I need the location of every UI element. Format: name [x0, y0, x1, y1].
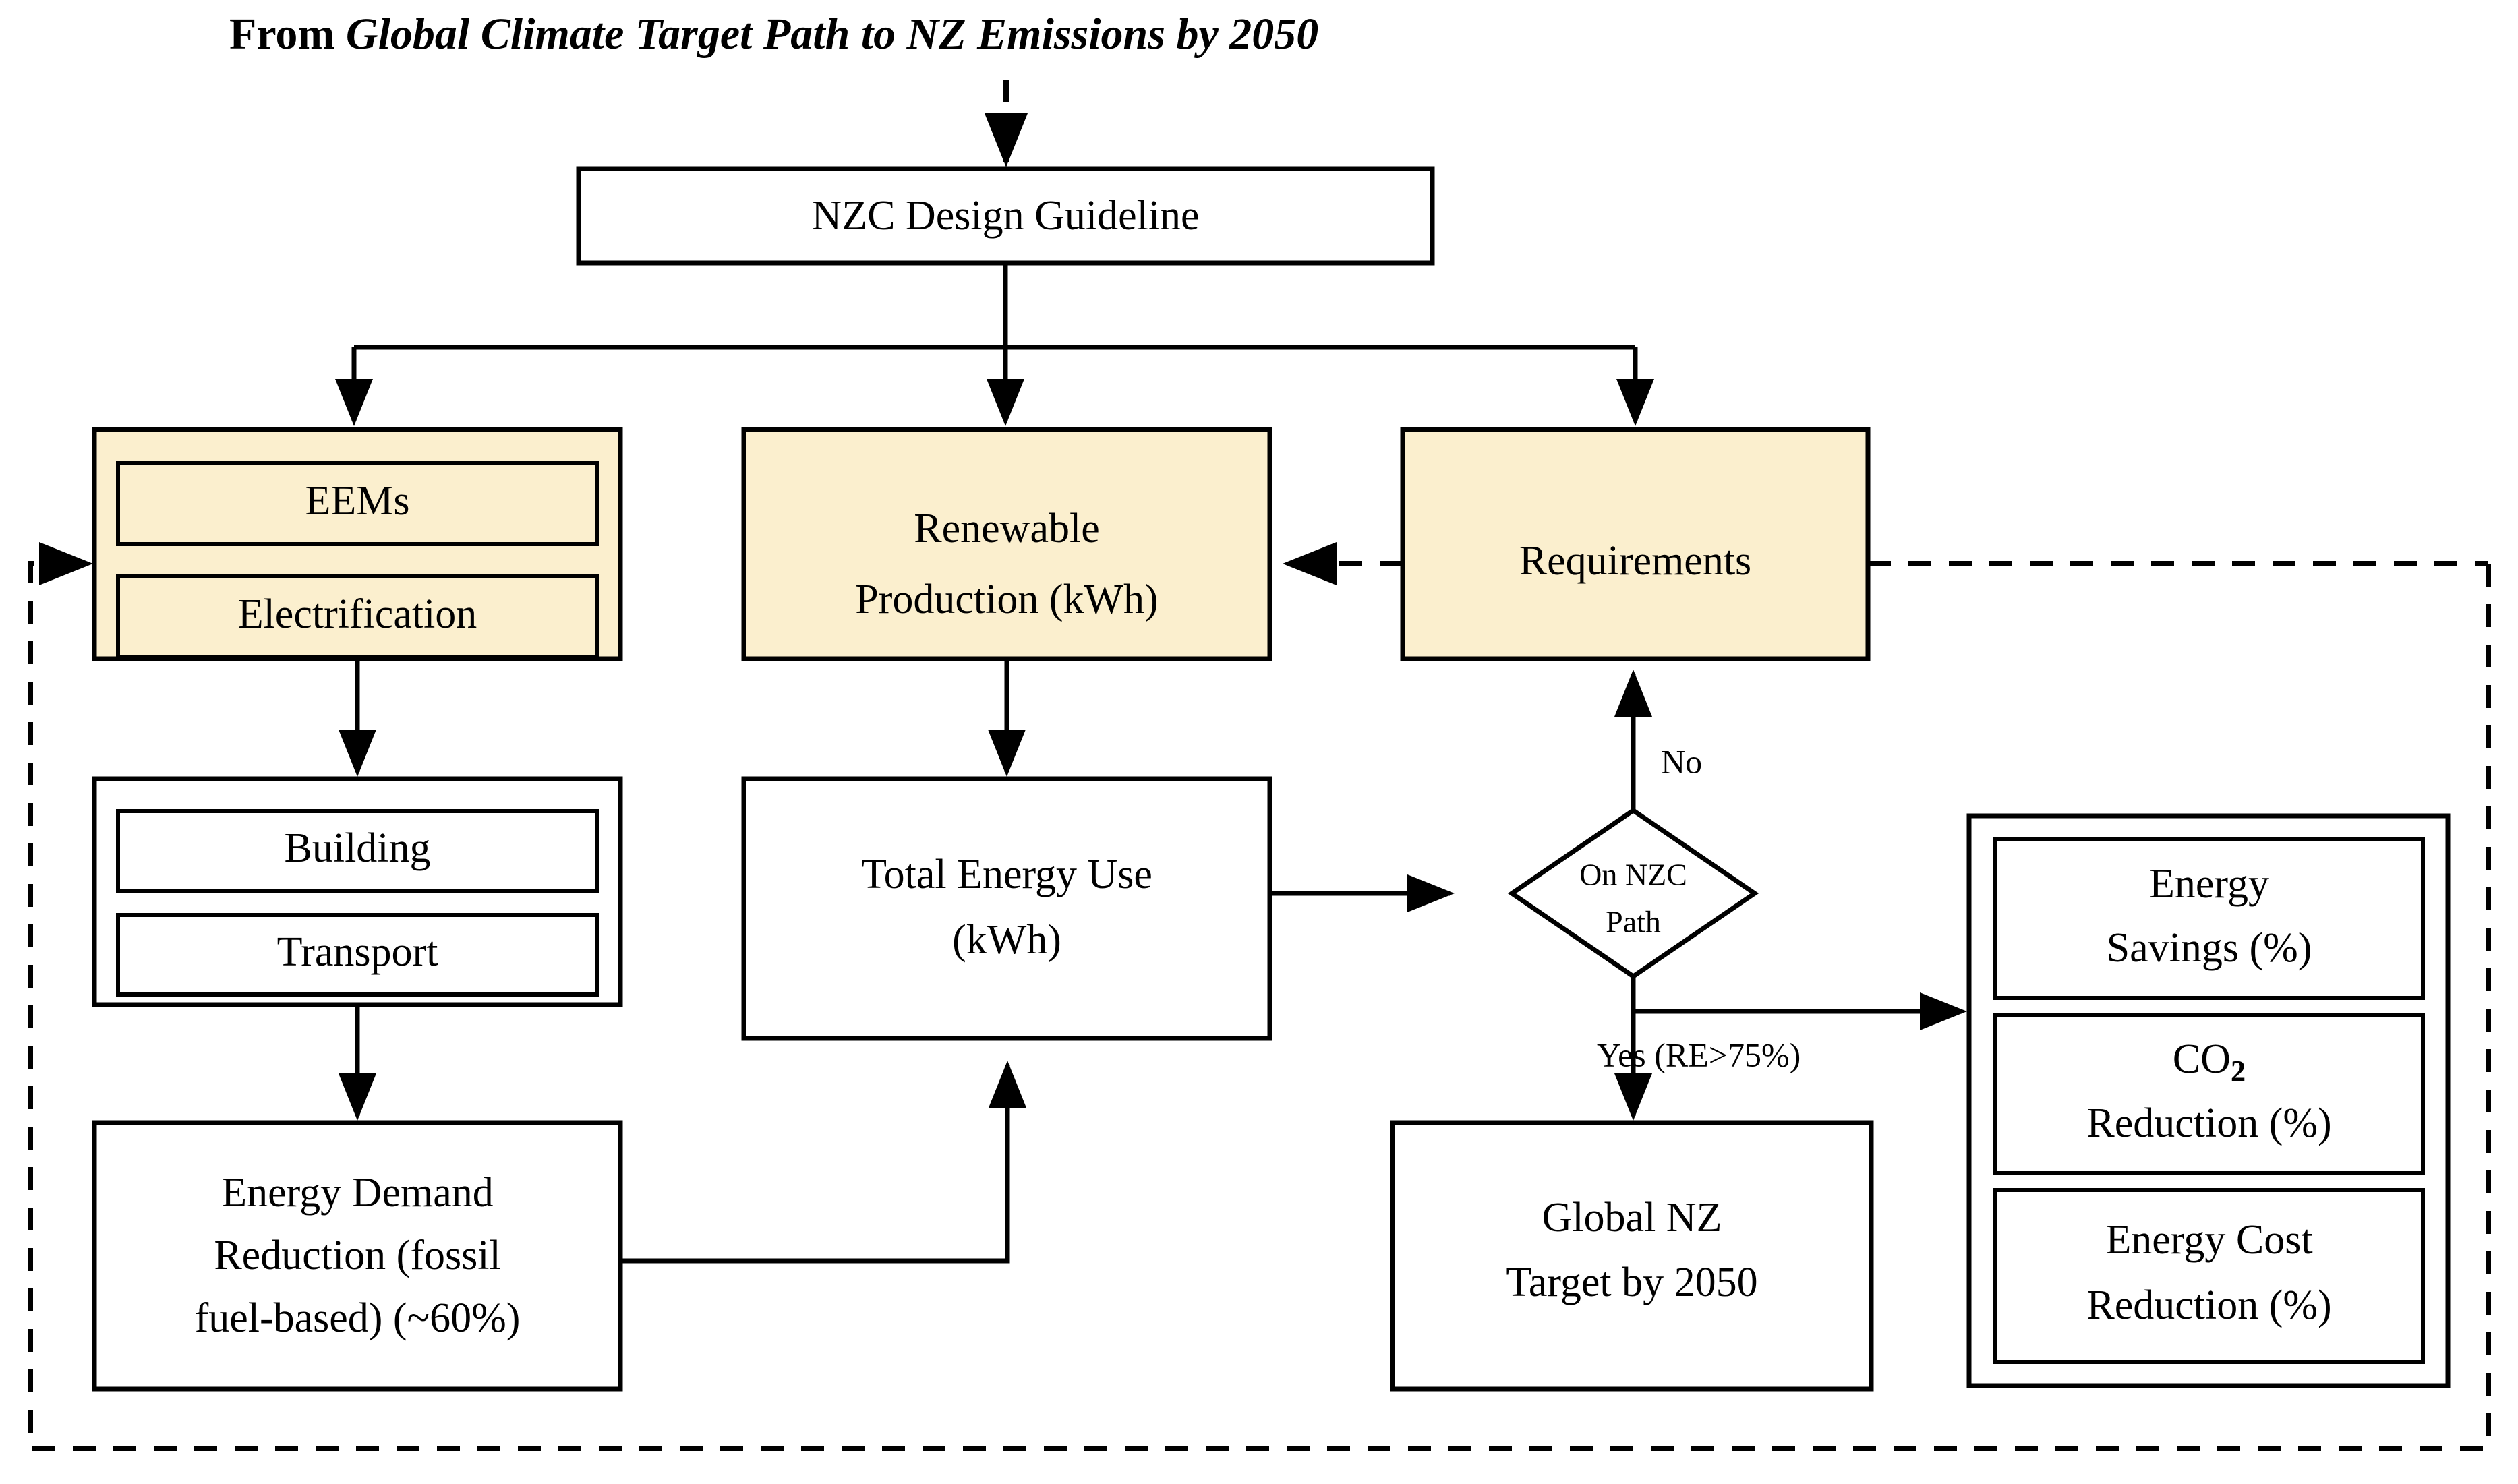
- eems-box[interactable]: [116, 461, 599, 546]
- building-label: Building: [284, 825, 430, 871]
- electrification-box[interactable]: [116, 574, 599, 659]
- decision-no-label: No: [1661, 742, 1702, 780]
- energy-savings-line1: Energy: [2149, 861, 2269, 907]
- global-nz-target-line2: Target by 2050: [1506, 1259, 1757, 1305]
- global-nz-target-line1: Global NZ: [1542, 1195, 1722, 1241]
- co2-reduction-line1: CO2: [2173, 1036, 2246, 1088]
- co2-reduction-subscript: 2: [2231, 1054, 2246, 1088]
- electrification-label: Electrification: [238, 591, 477, 637]
- figure-title-prefix: From: [229, 9, 346, 59]
- transport-box[interactable]: [116, 913, 599, 997]
- renewable-production-line2: Production (kWh): [855, 576, 1158, 622]
- figure-title: From Global Climate Target Path to NZ Em…: [229, 9, 1318, 59]
- energy-cost-reduction-line2: Reduction (%): [2086, 1282, 2331, 1328]
- renewable-production-line1: Renewable: [914, 506, 1099, 552]
- total-energy-use-line1: Total Energy Use: [861, 852, 1152, 897]
- decision-yes-label: Yes (RE>75%): [1597, 1036, 1800, 1073]
- energy-demand-reduction-line2: Reduction (fossil: [214, 1233, 500, 1278]
- energy-savings-box[interactable]: [1993, 837, 2425, 1000]
- energy-demand-reduction-box[interactable]: [92, 1120, 623, 1392]
- nzc-design-guideline-box[interactable]: [576, 166, 1435, 266]
- decision-line1: On NZC: [1579, 858, 1687, 892]
- co2-reduction-formula: CO: [2173, 1036, 2231, 1082]
- demand-reduction-to-total-energy-arrow: [620, 1061, 1026, 1264]
- building-box[interactable]: [116, 809, 599, 893]
- energy-cost-reduction-line1: Energy Cost: [2105, 1217, 2312, 1263]
- total-energy-use-box[interactable]: [741, 776, 1272, 1041]
- energy-demand-reduction-line1: Energy Demand: [221, 1170, 493, 1216]
- on-nzc-path-decision-diamond[interactable]: [1507, 807, 1759, 980]
- energy-savings-line2: Savings (%): [2107, 925, 2312, 971]
- requirements-label: Requirements: [1519, 538, 1751, 584]
- renewable-production-box[interactable]: [741, 427, 1272, 661]
- global-nz-target-box[interactable]: [1390, 1120, 1874, 1392]
- figure-title-italic: Global Climate Target Path to NZ Emissio…: [346, 9, 1318, 59]
- decision-line2: Path: [1606, 905, 1661, 939]
- total-energy-use-line2: (kWh): [952, 917, 1061, 963]
- requirements-box[interactable]: [1400, 427, 1871, 661]
- eems-label: EEMs: [305, 478, 410, 524]
- nzc-design-guideline-label: NZC Design Guideline: [811, 193, 1199, 239]
- energy-demand-reduction-line3: fuel-based) (~60%): [195, 1295, 521, 1341]
- energy-cost-reduction-box[interactable]: [1993, 1188, 2425, 1364]
- co2-reduction-box[interactable]: [1993, 1013, 2425, 1175]
- co2-reduction-line2: Reduction (%): [2086, 1100, 2331, 1146]
- transport-label: Transport: [277, 929, 438, 975]
